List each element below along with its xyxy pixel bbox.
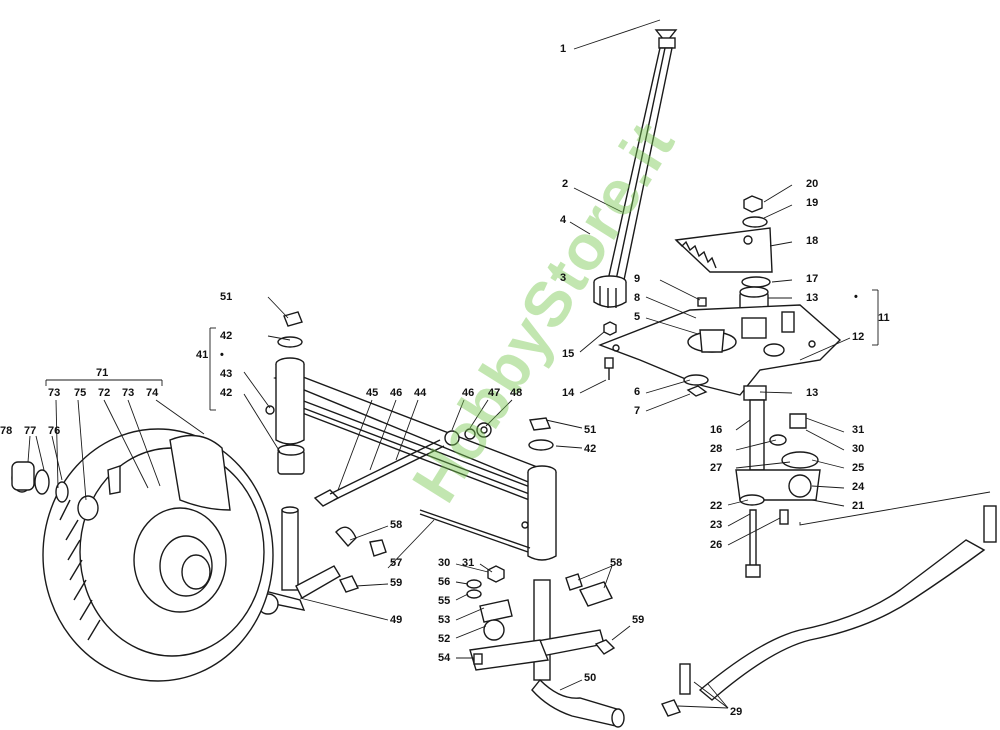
callout-52: 52 [438, 633, 451, 645]
callout-50: 50 [584, 672, 597, 684]
callout-59-left: 59 [390, 577, 403, 589]
callout-2: 2 [562, 178, 569, 190]
callout-30-left: 30 [438, 557, 451, 569]
callout-27: 27 [710, 462, 723, 474]
callout-77: 77 [24, 425, 37, 437]
bullet-marker-right: • [854, 291, 858, 303]
bullet-marker-left: • [220, 349, 224, 361]
callout-15: 15 [562, 348, 575, 360]
nut-20 [742, 195, 768, 228]
drag-link [661, 505, 997, 717]
callout-16: 16 [710, 424, 723, 436]
callout-22: 22 [710, 500, 723, 512]
callout-19: 19 [806, 197, 819, 209]
callout-3: 3 [560, 272, 567, 284]
sector-gear [674, 227, 773, 273]
callout-54: 54 [438, 652, 451, 664]
callout-42-upper-left: 42 [220, 330, 233, 342]
callout-42-lower-left: 42 [220, 387, 233, 399]
front-wheel [42, 428, 274, 682]
callout-6: 6 [634, 386, 641, 398]
callout-26: 26 [710, 539, 723, 551]
right-spindle [469, 579, 625, 728]
pivot-bolt-set [313, 422, 492, 507]
callout-29: 29 [730, 706, 743, 718]
callout-46-a: 46 [390, 387, 403, 399]
steering-column [607, 29, 678, 281]
callout-74: 74 [146, 387, 159, 399]
front-axle [265, 311, 557, 561]
callout-59-right: 59 [632, 614, 645, 626]
callout-23: 23 [710, 519, 723, 531]
callout-14: 14 [562, 387, 575, 399]
callout-31-left: 31 [462, 557, 475, 569]
callout-71: 71 [96, 367, 109, 379]
callout-51-left: 51 [220, 291, 233, 303]
steering-support-plate [598, 304, 842, 396]
callout-58-left: 58 [390, 519, 403, 531]
callout-73-b: 73 [122, 387, 135, 399]
callout-76: 76 [48, 425, 61, 437]
callout-75: 75 [74, 387, 87, 399]
callout-18: 18 [806, 235, 819, 247]
callout-73-a: 73 [48, 387, 61, 399]
pinion-gear [593, 275, 627, 308]
callout-56: 56 [438, 576, 451, 588]
callout-47: 47 [488, 387, 501, 399]
callout-1: 1 [560, 43, 567, 55]
tie-rod [419, 509, 531, 553]
callout-57: 57 [390, 557, 403, 569]
callout-13-top: 13 [806, 292, 819, 304]
callout-28: 28 [710, 443, 723, 455]
callout-41: 41 [196, 349, 209, 361]
callout-21: 21 [852, 500, 865, 512]
callout-25: 25 [852, 462, 865, 474]
callout-46-b: 46 [462, 387, 475, 399]
callout-20: 20 [806, 178, 819, 190]
callout-42-right: 42 [584, 443, 597, 455]
callout-12: 12 [852, 331, 865, 343]
callout-5: 5 [634, 311, 641, 323]
steering-shaft [735, 385, 821, 578]
right-ball-joint-set [466, 565, 616, 665]
callout-13-bottom: 13 [806, 387, 819, 399]
callout-30-right: 30 [852, 443, 865, 455]
callout-43: 43 [220, 368, 233, 380]
callout-31-right: 31 [852, 424, 865, 436]
callout-51-right: 51 [584, 424, 597, 436]
callout-72: 72 [98, 387, 111, 399]
callout-58-right: 58 [610, 557, 623, 569]
callout-17: 17 [806, 273, 819, 285]
callout-11: 11 [878, 312, 890, 324]
callout-45: 45 [366, 387, 379, 399]
callout-53: 53 [438, 614, 451, 626]
callout-55: 55 [438, 595, 451, 607]
callout-48: 48 [510, 387, 523, 399]
callout-78: 78 [0, 425, 13, 437]
leader-lines [27, 19, 991, 709]
wheel-hub-parts [11, 461, 121, 521]
callout-49: 49 [390, 614, 403, 626]
callout-4: 4 [560, 214, 567, 226]
callout-9: 9 [634, 273, 641, 285]
callout-24: 24 [852, 481, 865, 493]
callout-7: 7 [634, 405, 641, 417]
small-fasteners [603, 297, 709, 397]
callout-44: 44 [414, 387, 427, 399]
callout-8: 8 [634, 292, 641, 304]
